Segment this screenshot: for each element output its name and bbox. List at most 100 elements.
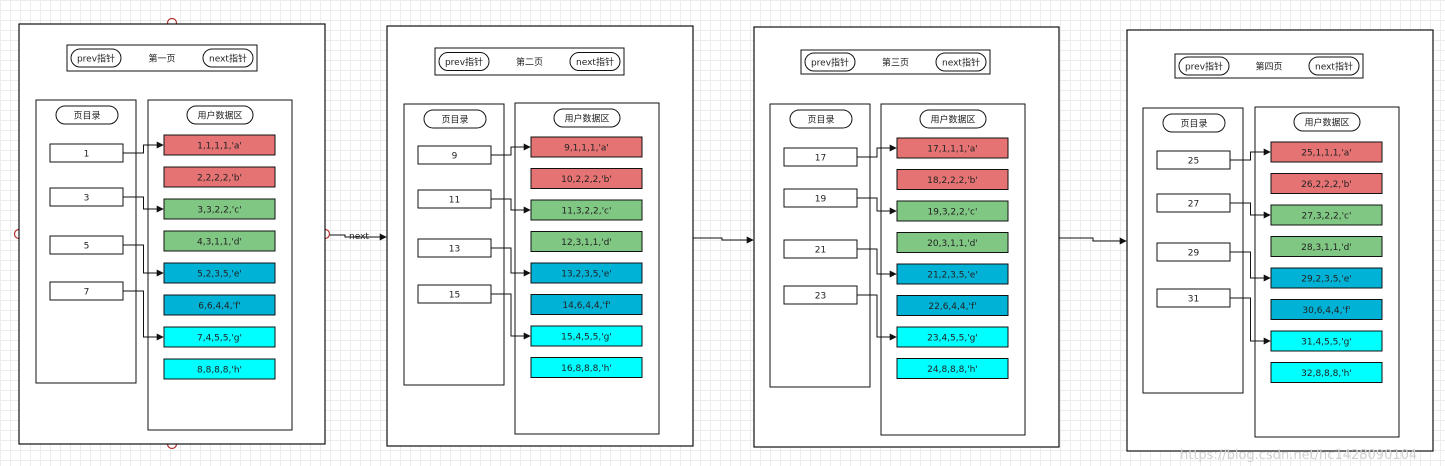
record-row xyxy=(1270,299,1383,320)
user-data-title-pill xyxy=(919,109,987,129)
user-data-title: 用户数据区 xyxy=(1304,117,1349,129)
record-label: 1,1,1,1,'a' xyxy=(197,142,242,152)
directory-slot-label: 17 xyxy=(815,154,826,164)
record-label: 16,8,8,8,'h' xyxy=(561,364,612,374)
record-label: 22,6,4,4,'f' xyxy=(928,302,976,312)
record-row xyxy=(1270,173,1383,194)
record-label: 11,3,2,2,'c' xyxy=(562,207,612,217)
directory-slot-label: 27 xyxy=(1188,200,1199,210)
record-row xyxy=(163,230,276,252)
record-row xyxy=(163,358,276,380)
record-label: 30,6,4,4,'f' xyxy=(1302,306,1350,316)
watermark-text: https://blog.csdn.net/hc1428090104 xyxy=(1180,448,1417,463)
record-row xyxy=(163,166,276,188)
record-row xyxy=(896,200,1009,222)
user-data-title-pill xyxy=(186,105,254,125)
record-label: 17,1,1,1,'a' xyxy=(927,145,978,155)
record-label: 9,1,1,1,'a' xyxy=(564,144,609,154)
record-row xyxy=(896,137,1009,159)
directory-pointer-arrow xyxy=(123,290,164,341)
record-row xyxy=(1270,236,1383,257)
directory-slot-label: 23 xyxy=(815,292,826,302)
page-directory-title-pill xyxy=(55,105,119,125)
next-pointer-label: next指针 xyxy=(209,53,247,65)
record-row xyxy=(163,326,276,348)
record-row xyxy=(1270,267,1383,289)
next-pointer-label: next指针 xyxy=(1315,61,1353,73)
user-data-title: 用户数据区 xyxy=(564,113,609,125)
directory-slot-label: 19 xyxy=(815,195,827,205)
next-pointer-label: next指针 xyxy=(942,57,980,69)
next-pointer-pill xyxy=(569,52,621,71)
record-row xyxy=(1270,204,1383,226)
record-label: 27,3,2,2,'c' xyxy=(1302,212,1352,222)
directory-slot-label: 3 xyxy=(84,194,90,204)
page-directory-title: 页目录 xyxy=(1180,119,1207,130)
prev-pointer-pill xyxy=(1178,56,1230,76)
record-label: 31,4,5,5,'g' xyxy=(1301,338,1352,348)
prev-pointer-label: prev指针 xyxy=(445,56,483,68)
directory-slot-label: 15 xyxy=(449,291,460,301)
directory-pointer-arrow xyxy=(123,141,164,154)
prev-pointer-pill xyxy=(70,48,122,68)
record-row xyxy=(163,262,276,284)
record-row xyxy=(896,358,1009,379)
directory-slot-label: 9 xyxy=(452,152,458,162)
record-row xyxy=(530,168,643,189)
page-title: 第二页 xyxy=(516,56,543,68)
record-row xyxy=(530,136,643,158)
record-row xyxy=(530,262,643,284)
record-label: 5,2,3,5,'e' xyxy=(197,270,242,280)
record-row xyxy=(1270,330,1383,352)
page-title: 第一页 xyxy=(148,53,175,65)
next-link-label: next xyxy=(349,232,369,242)
page-directory-title-pill xyxy=(423,109,487,129)
record-label: 23,4,5,5,'g' xyxy=(927,334,978,344)
directory-slot-label: 7 xyxy=(84,288,90,298)
page-directory-title: 页目录 xyxy=(441,115,468,126)
directory-pointer-arrow xyxy=(857,294,897,341)
user-data-title: 用户数据区 xyxy=(930,114,975,126)
directory-pointer-arrow xyxy=(857,197,897,215)
record-label: 13,2,3,5,'e' xyxy=(561,270,612,280)
record-label: 26,2,2,2,'b' xyxy=(1301,180,1352,190)
record-label: 14,6,4,4,'f' xyxy=(562,301,610,311)
record-row xyxy=(896,263,1009,285)
page-directory-title: 页目录 xyxy=(73,111,100,122)
record-label: 20,3,1,1,'d' xyxy=(927,239,978,249)
record-label: 7,4,5,5,'g' xyxy=(197,334,242,344)
page2-to-page3-link xyxy=(693,236,754,244)
directory-pointer-arrow xyxy=(123,196,164,213)
directory-slot-label: 31 xyxy=(1188,295,1199,305)
page-title: 第四页 xyxy=(1255,61,1282,73)
next-pointer-label: next指针 xyxy=(576,56,614,68)
prev-pointer-label: prev指针 xyxy=(1185,61,1223,73)
record-label: 4,3,1,1,'d' xyxy=(197,238,242,248)
user-data-title: 用户数据区 xyxy=(197,110,242,122)
next-pointer-pill xyxy=(202,48,254,68)
record-row xyxy=(163,134,276,156)
directory-pointer-arrow xyxy=(491,198,531,214)
directory-pointer-arrow xyxy=(1230,202,1271,219)
record-label: 25,1,1,1,'a' xyxy=(1301,149,1352,159)
directory-pointer-arrow xyxy=(491,143,531,156)
record-label: 28,3,1,1,'d' xyxy=(1301,243,1352,253)
record-label: 24,8,8,8,'h' xyxy=(927,365,978,375)
user-data-title-pill xyxy=(1293,112,1361,132)
directory-pointer-arrow xyxy=(1230,148,1271,161)
record-row xyxy=(1270,362,1383,383)
record-label: 3,3,2,2,'c' xyxy=(197,206,241,216)
prev-pointer-pill xyxy=(438,52,490,71)
next-pointer-pill xyxy=(935,52,987,72)
directory-slot-label: 13 xyxy=(449,245,460,255)
record-label: 21,2,3,5,'e' xyxy=(927,271,978,281)
directory-pointer-arrow xyxy=(1230,251,1271,282)
directory-pointer-arrow xyxy=(857,144,897,158)
record-label: 2,2,2,2,'b' xyxy=(197,174,242,184)
directory-slot-label: 5 xyxy=(84,242,90,252)
page-directory-title-pill xyxy=(789,109,853,129)
page-title: 第三页 xyxy=(882,57,909,69)
